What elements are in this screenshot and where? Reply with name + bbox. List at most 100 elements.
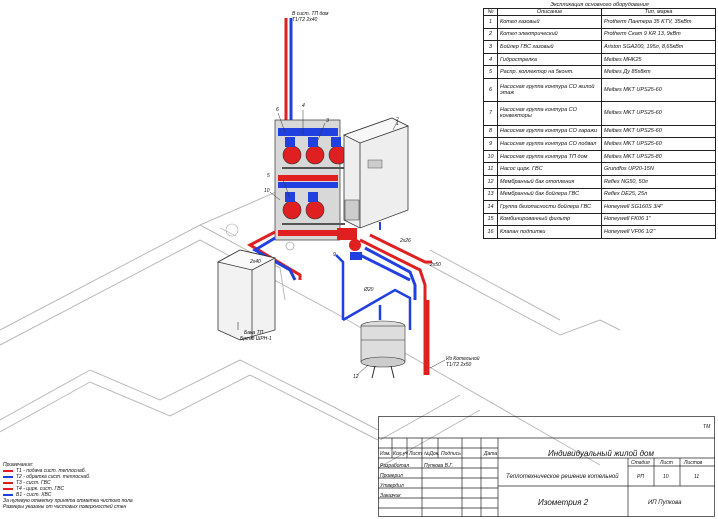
- row-num: 3: [483, 40, 498, 54]
- row-type: Meibes MKT UPS25-60: [601, 137, 716, 151]
- row-desc: Группа безопасности бойлера ГВС: [497, 200, 602, 214]
- legend-swatch: [3, 482, 13, 484]
- row-type: Honeywell VF06 1/2": [601, 225, 716, 239]
- row-num: 16: [483, 225, 498, 239]
- tb-col-1: Кол.уч: [393, 451, 408, 457]
- label-2x50: 2x50: [430, 262, 441, 268]
- row-desc: Котел газовый: [497, 15, 602, 29]
- legend-text: T3 - сист. ГВС: [16, 480, 51, 486]
- row-desc: Насосная группа контура СО жилой этаж: [497, 77, 602, 103]
- storage-cabinet: [216, 249, 277, 341]
- legend-note-1: За нулевую отметку принята отметка чисто…: [3, 498, 133, 504]
- row-desc: Котел электрический: [497, 27, 602, 42]
- row-num: 12: [483, 174, 498, 189]
- label-2x26: 2x26: [400, 238, 411, 244]
- row-desc: Мембранный бак отопления: [497, 174, 602, 189]
- label-drain-2: Т1/Т2 2х50: [446, 362, 472, 368]
- legend-text: T2 - обратка сист. теплоснаб.: [16, 474, 91, 480]
- tb-developer: Пупкова В.Г.: [424, 463, 454, 469]
- tb-role-1: Проверил: [380, 473, 403, 479]
- row-num: 4: [483, 52, 498, 67]
- legend-swatch: [3, 476, 13, 478]
- row-num: 11: [483, 162, 498, 176]
- label-num-12: 12: [353, 374, 359, 380]
- label-num-3: 3: [326, 118, 329, 124]
- row-type: Meibes Ду 85х8кт: [601, 65, 716, 79]
- row-num: 15: [483, 212, 498, 227]
- tb-company: ИП Пупкова: [648, 500, 682, 506]
- label-tank-2: Бренд ШРН-1: [240, 336, 272, 342]
- legend-swatch: [3, 494, 13, 496]
- pump-group-row-bottom: [282, 192, 345, 225]
- label-num-5: 5: [267, 173, 270, 179]
- tb-sheets: 11: [694, 474, 700, 480]
- table-header-row: № Описание Тип, марка: [483, 8, 716, 16]
- row-type: Meibes MKT UPS25-60: [601, 77, 716, 103]
- tb-sheets-header: Листов: [684, 460, 703, 466]
- label-num-6: 6: [276, 107, 279, 113]
- row-num: 7: [483, 101, 498, 126]
- table-caption: Экспликация основного оборудования: [550, 2, 649, 8]
- row-desc: Бойлер ГВС газовый: [497, 40, 602, 54]
- tb-stage-header: Стадия: [631, 460, 650, 466]
- row-type: Meibes MHK25: [601, 52, 716, 67]
- row-num: 9: [483, 137, 498, 151]
- legend-swatch: [3, 488, 13, 490]
- leader-lines: [269, 110, 446, 376]
- row-type: Honeywell FK06 1": [601, 212, 716, 227]
- legend-note-2: Размеры указаны от чистовых поверхностей…: [3, 504, 127, 510]
- header-type: Тип, марка: [601, 8, 716, 16]
- row-num: 5: [483, 65, 498, 79]
- tb-section: Теплотехническое решение котельной: [506, 474, 619, 480]
- row-desc: Насосная группа контура СО конвекторы: [497, 101, 602, 126]
- pump-group-row-top: [282, 137, 348, 169]
- legend-item: T3 - сист. ГВС: [3, 480, 133, 486]
- legend: Примечания: T1 - подача сист. теплоснаб.…: [3, 462, 133, 510]
- row-num: 1: [483, 15, 498, 29]
- label-drain: Из Котельной: [446, 356, 480, 362]
- legend-text: T1 - подача сист. теплоснаб.: [16, 468, 86, 474]
- row-type: Meibes MKT UPS25-80: [601, 149, 716, 164]
- tb-col-0: Изм.: [380, 451, 391, 457]
- row-type: Protherm Пантера 35 KTV, 35кВт: [601, 15, 716, 29]
- legend-item: T1 - подача сист. теплоснаб.: [3, 468, 133, 474]
- label-num-10: 10: [264, 188, 270, 194]
- label-top-pipe-2: Т1/Т2 2х40: [292, 17, 318, 23]
- expansion-tank: [360, 320, 406, 379]
- label-d20: Ø20: [364, 287, 374, 293]
- row-num: 6: [483, 77, 498, 103]
- tb-col-5: Дата: [484, 451, 498, 457]
- tb-role-2: Утвердил: [380, 483, 404, 489]
- label-2x40: 2x40: [250, 259, 261, 265]
- title-block: ТМ Индивидуальный жилой дом Изм. Кол.уч …: [378, 416, 715, 517]
- row-desc: Насосная группа контура ТП дом: [497, 149, 602, 164]
- row-desc: Насосная группа контура СО подвал: [497, 137, 602, 151]
- row-desc: Комбинированный фильтр: [497, 212, 602, 227]
- legend-title: Примечания:: [3, 462, 34, 468]
- row-type: Honeywell SG160S 3/4": [601, 200, 716, 214]
- tb-role-3: Заказчик: [380, 493, 401, 499]
- distribution-pipes: [359, 222, 432, 375]
- wall-hatch: [219, 223, 295, 251]
- legend-text: T4 - цирк. сист. ГВС: [16, 486, 65, 492]
- row-type: Reflex DE25, 25л: [601, 187, 716, 202]
- tb-project: Индивидуальный жилой дом: [548, 449, 654, 458]
- tb-stage: РП: [637, 474, 644, 480]
- row-num: 13: [483, 187, 498, 202]
- manifold-block: [274, 119, 341, 241]
- boiler-fittings: [337, 199, 362, 260]
- row-desc: Клапан подпитки: [497, 225, 602, 239]
